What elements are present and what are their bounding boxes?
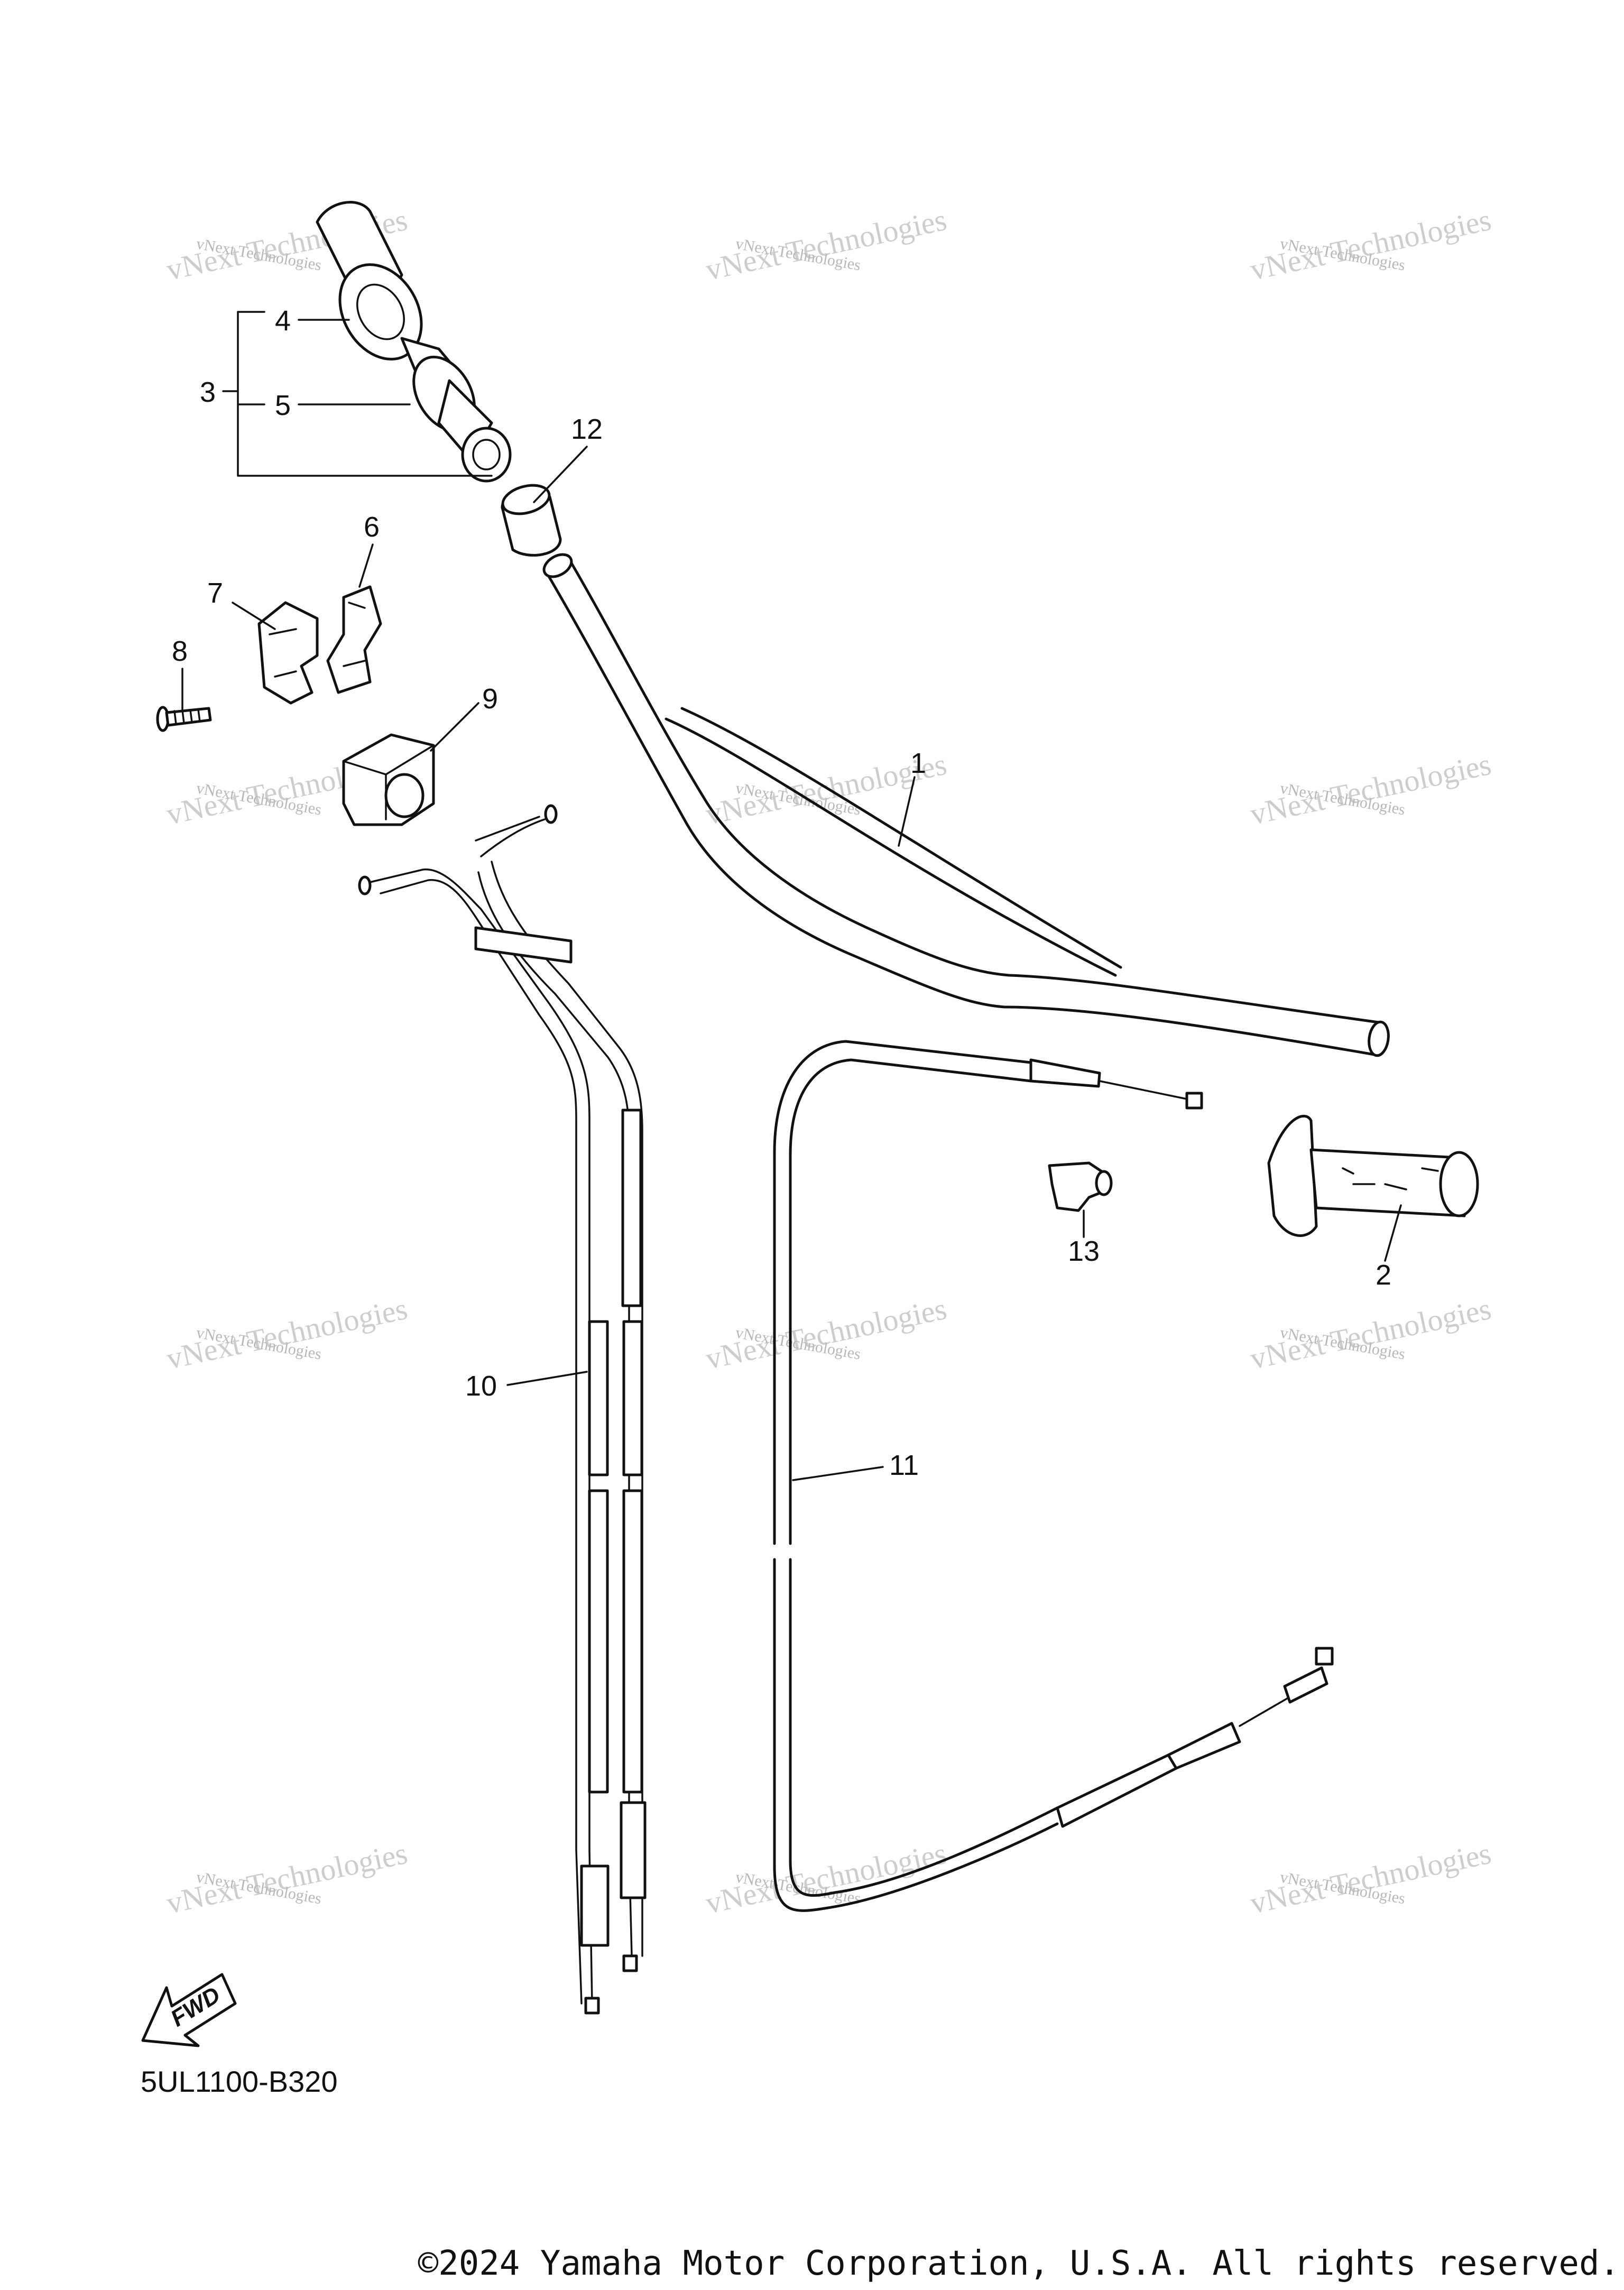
fwd-arrow-icon: FWD [141, 1973, 237, 2047]
callout-10: 10 [465, 1370, 497, 1402]
callout-3: 3 [200, 376, 216, 408]
callout-5: 5 [275, 390, 291, 421]
watermark: vNext Technologies vNext Technologies [163, 1836, 410, 1920]
callout-12: 12 [571, 413, 603, 445]
callout-8: 8 [172, 635, 188, 667]
watermark: vNext Technologies vNext Technologies [703, 202, 949, 287]
callout-1: 1 [910, 747, 926, 779]
throttle-cables-part[interactable] [358, 804, 647, 2015]
screw-part[interactable] [156, 706, 212, 732]
watermark: vNext Technologies vNext Technologies [703, 1291, 949, 1376]
callout-13: 13 [1068, 1235, 1100, 1267]
grip-part[interactable] [1267, 1115, 1479, 1237]
handlebar-part[interactable] [540, 550, 1391, 1057]
watermark: vNext Technologies vNext Technologies [1247, 747, 1494, 832]
leader-1 [898, 776, 916, 847]
leader-11 [792, 1466, 884, 1481]
watermark-layer: vNext Technologies vNext Technologies vN… [163, 202, 1494, 1920]
callout-9: 9 [482, 683, 498, 715]
holder-upper-part[interactable] [326, 585, 382, 694]
leader-12 [533, 446, 588, 503]
assembly-bracket [222, 311, 493, 477]
clutch-cable-part[interactable] [773, 1040, 1334, 1912]
collar-part[interactable] [500, 481, 562, 557]
leader-lines [181, 319, 1402, 1481]
diagram-code: 5UL1100-B320 [141, 2065, 338, 2098]
callout-7: 7 [207, 577, 223, 609]
leader-10 [506, 1371, 588, 1386]
leader-7 [232, 602, 276, 630]
leader-9 [430, 702, 479, 752]
adjuster-part[interactable] [1048, 1161, 1113, 1212]
watermark: vNext Technologies vNext Technologies [1247, 1291, 1494, 1376]
callout-6: 6 [364, 511, 380, 543]
callout-11: 11 [889, 1449, 919, 1481]
copyright-notice: ©2024 Yamaha Motor Corporation, U.S.A. A… [418, 2244, 1620, 2283]
callouts: 1 2 3 4 5 6 7 8 9 10 11 12 13 [172, 305, 1391, 1481]
watermark: vNext Technologies vNext Technologies [1247, 1836, 1494, 1920]
leader-2 [1384, 1204, 1402, 1262]
throttle-grip-assembly[interactable] [316, 201, 512, 483]
holder-lower-part[interactable] [257, 601, 319, 705]
leader-6 [358, 543, 374, 588]
watermark: vNext Technologies vNext Technologies [163, 1291, 410, 1376]
callout-4: 4 [275, 305, 291, 337]
holder-part[interactable] [342, 733, 435, 826]
watermark: vNext Technologies vNext Technologies [1247, 202, 1494, 287]
callout-2: 2 [1376, 1259, 1391, 1291]
